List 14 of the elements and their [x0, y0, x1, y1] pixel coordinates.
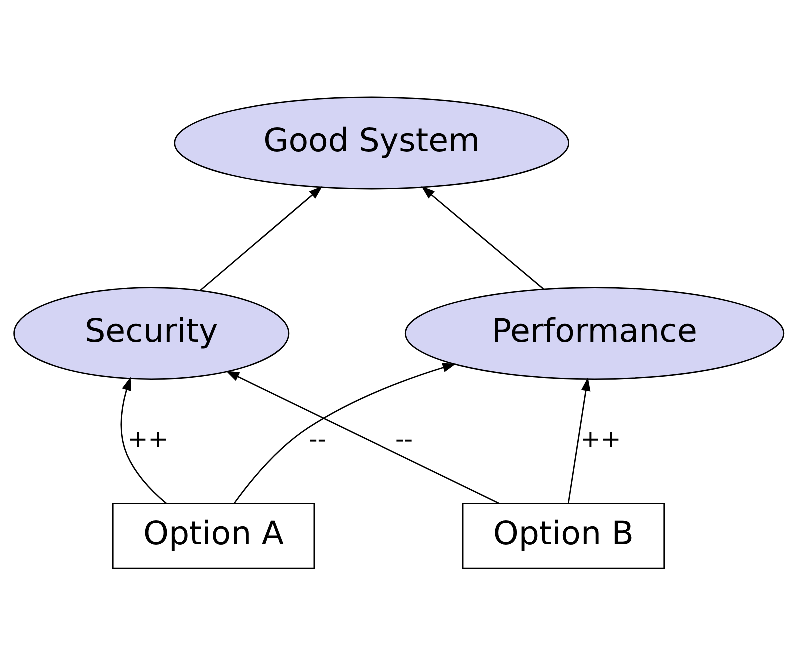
edge-label: ++ — [128, 424, 169, 454]
edge-label: -- — [396, 424, 414, 454]
arrow — [120, 376, 168, 504]
arrow — [234, 362, 456, 504]
arrow — [200, 186, 323, 291]
arrow — [568, 377, 591, 504]
edge-label: ++ — [580, 424, 622, 454]
node-ellipse: Performance — [404, 286, 785, 380]
arrow — [422, 186, 544, 290]
node-ellipse: Good System — [174, 96, 570, 190]
node-box: Option B — [462, 502, 666, 569]
arrow — [226, 370, 500, 504]
edge-label: -- — [309, 424, 327, 454]
node-box: Option A — [112, 502, 316, 569]
